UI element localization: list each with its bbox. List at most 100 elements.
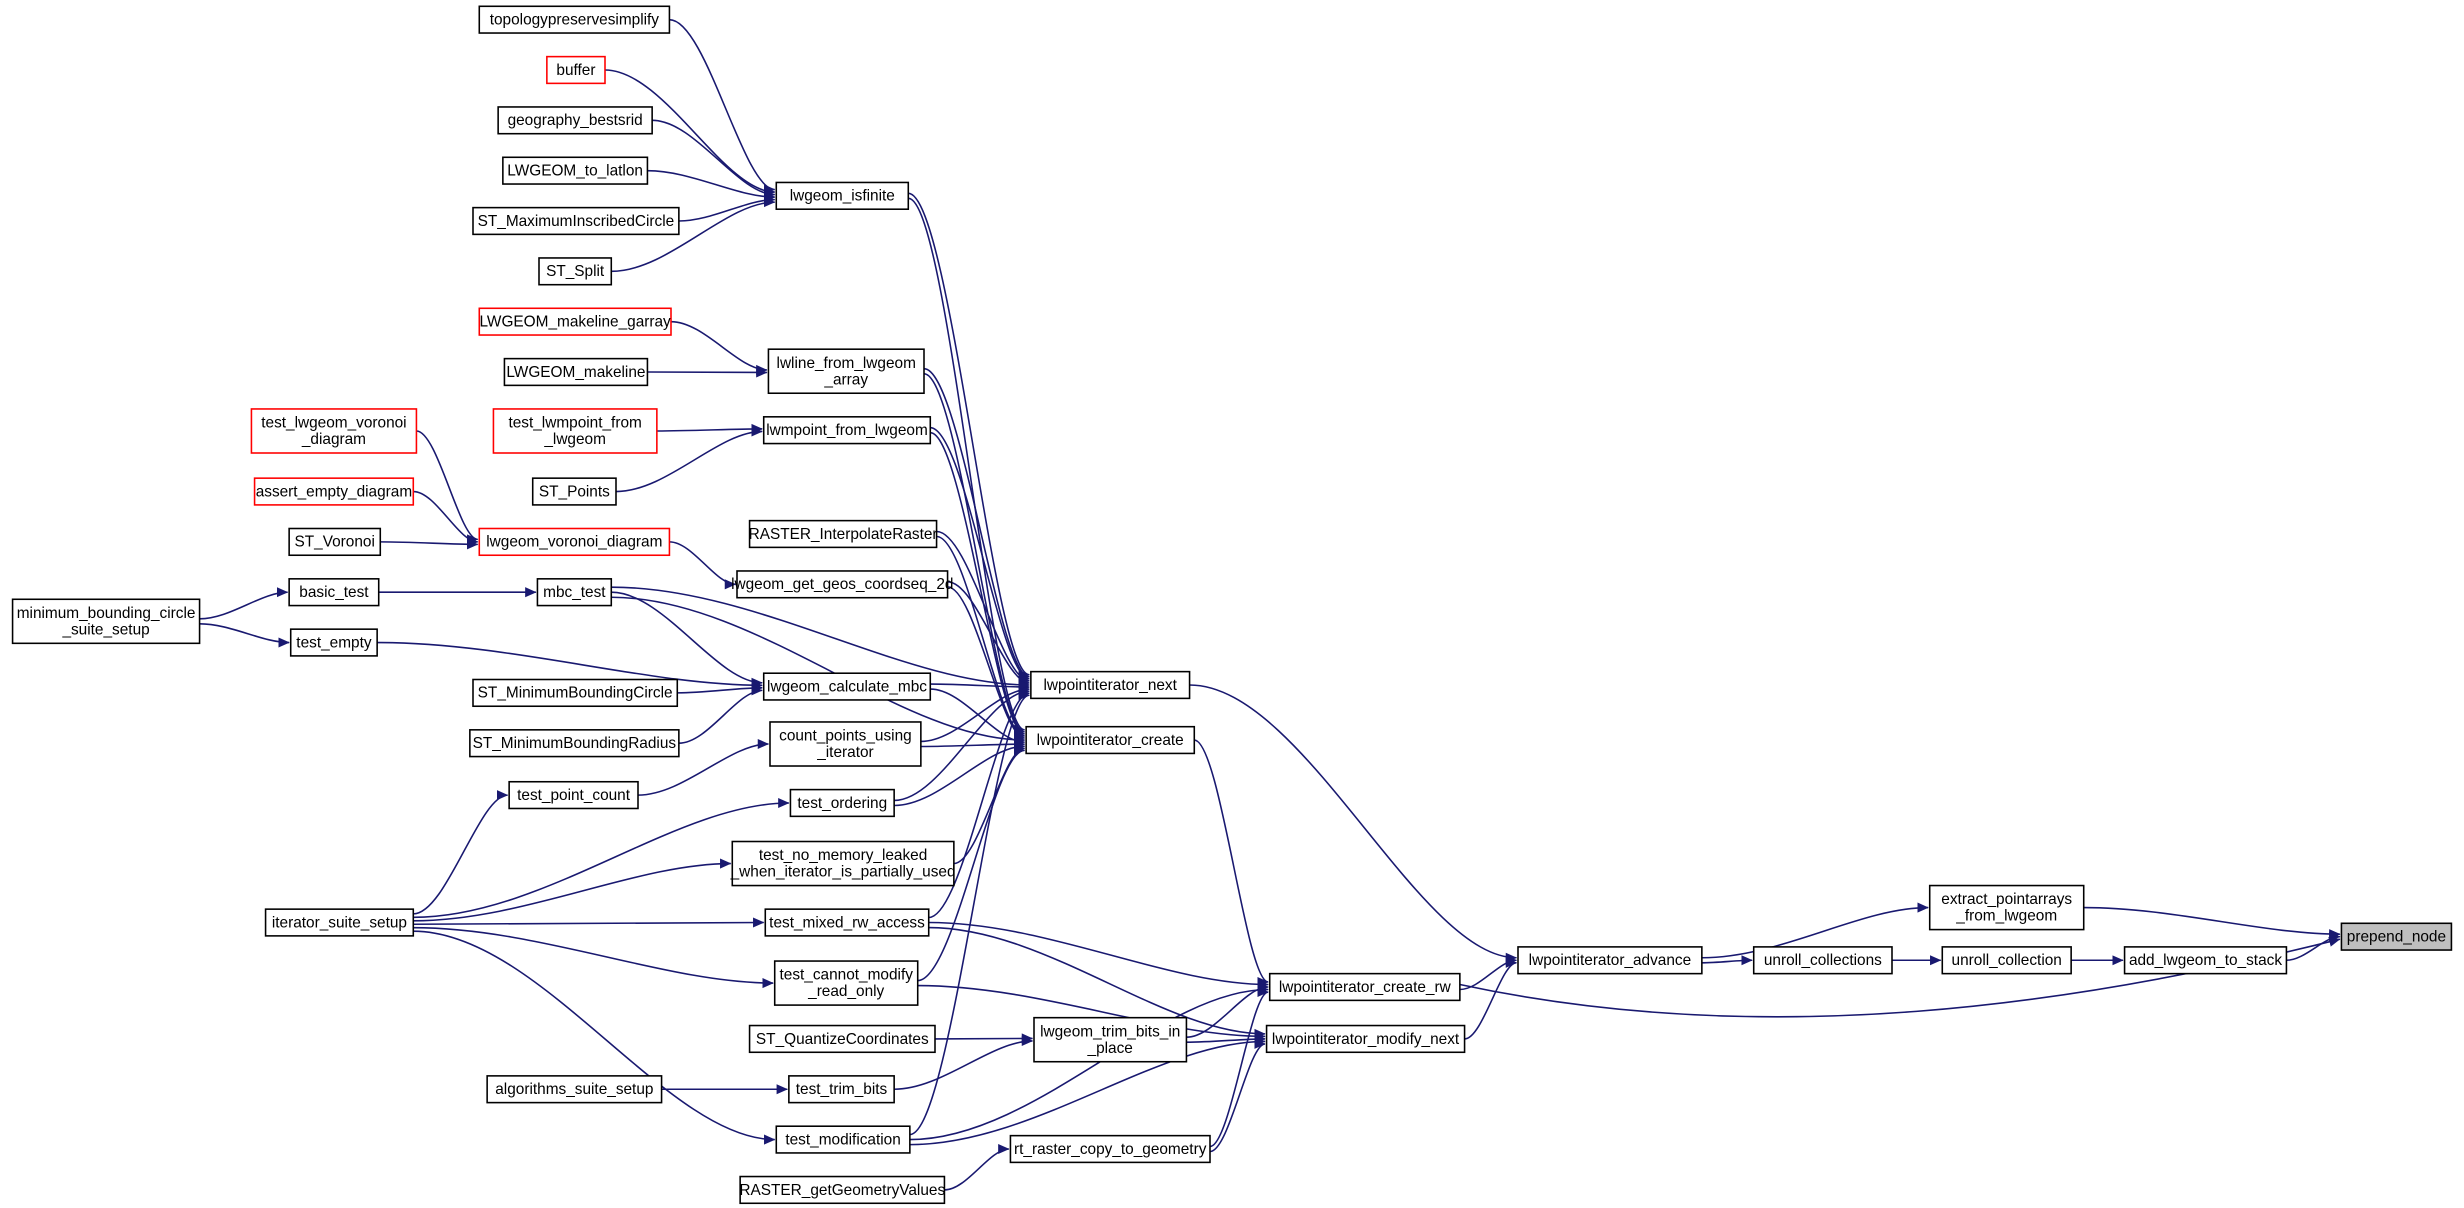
- graph-node-lwpointiterator_next[interactable]: lwpointiterator_next: [1030, 670, 1191, 700]
- graph-edge-lwpointiterator_modify_next--lwpointiterator_advance: [1464, 957, 1518, 1040]
- graph-node-lwgeom_isfinite[interactable]: lwgeom_isfinite: [775, 181, 910, 210]
- node-label-mbc_test: mbc_test: [543, 584, 606, 601]
- graph-node-rt_raster_copy_to_geometry[interactable]: rt_raster_copy_to_geometry: [1009, 1134, 1211, 1164]
- graph-node-test_ordering[interactable]: test_ordering: [789, 788, 895, 818]
- graph-node-test_empty[interactable]: test_empty: [289, 628, 378, 657]
- node-label-basic_test: basic_test: [299, 584, 369, 601]
- graph-edge-iterator_suite_setup--test_point_count: [413, 790, 509, 915]
- graph-node-count_points_using_iterator[interactable]: count_points_using_iterator: [769, 721, 922, 767]
- graph-node-ST_Voronoi[interactable]: ST_Voronoi: [288, 527, 382, 557]
- node-box-RASTER_InterpolateRaster: [748, 519, 938, 549]
- node-box-test_mixed_rw_access: [764, 908, 930, 937]
- graph-node-ST_MaximumInscribedCircle[interactable]: ST_MaximumInscribedCircle: [472, 206, 680, 236]
- graph-edge-topologypreservesimplify--lwgeom_isfinite: [669, 18, 776, 195]
- node-box-lwgeom_isfinite: [775, 181, 910, 210]
- graph-node-lwmpoint_from_lwgeom[interactable]: lwmpoint_from_lwgeom: [762, 416, 932, 445]
- graph-node-test_cannot_modify_read_only[interactable]: test_cannot_modify_read_only: [773, 960, 919, 1006]
- graph-node-lwgeom_trim_bits_in_place[interactable]: lwgeom_trim_bits_in_place: [1033, 1016, 1188, 1063]
- graph-edge-rt_raster_copy_to_geometry--lwpointiterator_modify_next: [1209, 1038, 1266, 1153]
- graph-node-ST_MinimumBoundingCircle[interactable]: ST_MinimumBoundingCircle: [472, 678, 679, 708]
- edges-layer: [199, 18, 2341, 1191]
- node-label-RASTER_InterpolateRaster: RASTER_InterpolateRaster: [749, 526, 938, 543]
- graph-edge-test_mixed_rw_access--lwpointiterator_modify_next: [928, 926, 1266, 1039]
- node-box-test_no_memory_leaked_when_iterator_is_partially_used: [731, 840, 955, 887]
- node-label-lwgeom_trim_bits_in_place-line1: lwgeom_trim_bits_in: [1040, 1023, 1180, 1040]
- graph-node-topologypreservesimplify[interactable]: topologypreservesimplify: [478, 5, 671, 34]
- graph-node-lwgeom_voronoi_diagram[interactable]: lwgeom_voronoi_diagram: [478, 527, 671, 557]
- graph-node-buffer[interactable]: buffer: [546, 55, 606, 85]
- node-box-ST_MinimumBoundingRadius: [469, 729, 680, 758]
- node-box-test_modification: [775, 1125, 911, 1154]
- node-label-iterator_suite_setup: iterator_suite_setup: [272, 914, 407, 931]
- graph-node-test_lwmpoint_from_lwgeom[interactable]: test_lwmpoint_from_lwgeom: [492, 408, 658, 454]
- node-box-lwpointiterator_create: [1025, 725, 1196, 755]
- node-label-ST_Points: ST_Points: [539, 483, 610, 500]
- node-box-lwmpoint_from_lwgeom: [762, 416, 932, 445]
- graph-edge-iterator_suite_setup--test_no_memory_leaked_when_iterator_is_partially_used: [413, 858, 732, 922]
- graph-edge-test_trim_bits--lwgeom_trim_bits_in_place: [894, 1035, 1034, 1091]
- graph-node-extract_pointarrays_from_lwgeom[interactable]: extract_pointarrays_from_lwgeom: [1928, 884, 2085, 931]
- graph-edge-test_empty--lwgeom_calculate_mbc: [377, 641, 763, 691]
- node-box-lwgeom_get_geos_coordseq_2d: [736, 570, 949, 599]
- graph-node-ST_Split[interactable]: ST_Split: [538, 257, 613, 286]
- graph-node-LWGEOM_makeline_garray[interactable]: LWGEOM_makeline_garray: [478, 307, 672, 336]
- graph-node-unroll_collections[interactable]: unroll_collections: [1752, 946, 1893, 975]
- graph-node-test_lwgeom_voronoi_diagram[interactable]: test_lwgeom_voronoi_diagram: [250, 408, 418, 454]
- graph-node-add_lwgeom_to_stack[interactable]: add_lwgeom_to_stack: [2123, 946, 2288, 975]
- graph-node-test_point_count[interactable]: test_point_count: [508, 780, 639, 810]
- node-box-lwpointiterator_next: [1030, 670, 1191, 700]
- graph-node-lwpointiterator_advance[interactable]: lwpointiterator_advance: [1517, 946, 1703, 975]
- graph-edge-lwmpoint_from_lwgeom--lwpointiterator_create: [930, 431, 1026, 739]
- graph-node-lwpointiterator_modify_next[interactable]: lwpointiterator_modify_next: [1265, 1024, 1466, 1054]
- graph-node-RASTER_InterpolateRaster[interactable]: RASTER_InterpolateRaster: [748, 519, 938, 549]
- graph-node-LWGEOM_to_latlon[interactable]: LWGEOM_to_latlon: [502, 156, 649, 185]
- graph-node-geography_bestsrid[interactable]: geography_bestsrid: [497, 106, 653, 135]
- graph-node-test_no_memory_leaked_when_iterator_is_partially_used[interactable]: test_no_memory_leaked_when_iterator_is_p…: [730, 840, 956, 887]
- graph-node-test_trim_bits[interactable]: test_trim_bits: [788, 1075, 895, 1104]
- node-label-extract_pointarrays_from_lwgeom-line1: extract_pointarrays: [1941, 891, 2072, 908]
- graph-edge-lwline_from_lwgeom_array--lwpointiterator_next: [923, 367, 1030, 682]
- node-box-ST_Voronoi: [288, 527, 382, 557]
- graph-node-lwgeom_calculate_mbc[interactable]: lwgeom_calculate_mbc: [762, 672, 932, 701]
- node-box-test_lwgeom_voronoi_diagram: [250, 408, 418, 454]
- graph-node-unroll_collection[interactable]: unroll_collection: [1941, 946, 2072, 975]
- graph-edge-iterator_suite_setup--test_modification: [413, 930, 776, 1145]
- graph-edge-lwpointiterator_create--lwpointiterator_create_rw: [1194, 739, 1269, 987]
- node-box-mbc_test: [536, 578, 613, 607]
- graph-node-ST_Points[interactable]: ST_Points: [531, 477, 617, 506]
- graph-node-lwpointiterator_create_rw[interactable]: lwpointiterator_create_rw: [1268, 972, 1461, 1002]
- node-label-lwgeom_voronoi_diagram: lwgeom_voronoi_diagram: [486, 534, 662, 551]
- node-label-lwgeom_calculate_mbc: lwgeom_calculate_mbc: [767, 678, 927, 695]
- graph-edge-ST_Voronoi--lwgeom_voronoi_diagram: [380, 539, 479, 550]
- graph-node-assert_empty_diagram[interactable]: assert_empty_diagram: [253, 477, 415, 506]
- node-box-lwgeom_trim_bits_in_place: [1033, 1016, 1188, 1063]
- graph-node-RASTER_getGeometryValues[interactable]: RASTER_getGeometryValues: [739, 1175, 945, 1205]
- graph-node-test_modification[interactable]: test_modification: [775, 1125, 911, 1154]
- node-label-buffer: buffer: [556, 62, 595, 79]
- graph-node-ST_MinimumBoundingRadius[interactable]: ST_MinimumBoundingRadius: [469, 729, 680, 758]
- node-box-test_trim_bits: [788, 1075, 895, 1104]
- node-box-topologypreservesimplify: [478, 5, 671, 34]
- graph-edge-iterator_suite_setup--test_mixed_rw_access: [413, 917, 765, 928]
- node-label-test_cannot_modify_read_only-line1: test_cannot_modify: [780, 967, 914, 984]
- graph-node-algorithms_suite_setup[interactable]: algorithms_suite_setup: [486, 1075, 663, 1104]
- graph-node-minimum_bounding_circle_suite_setup[interactable]: minimum_bounding_circle_suite_setup: [11, 598, 201, 645]
- graph-node-basic_test[interactable]: basic_test: [288, 578, 380, 607]
- graph-node-test_mixed_rw_access[interactable]: test_mixed_rw_access: [764, 908, 930, 937]
- graph-node-mbc_test[interactable]: mbc_test: [536, 578, 613, 607]
- graph-edge-lwline_from_lwgeom_array--lwpointiterator_create: [923, 372, 1026, 737]
- graph-node-LWGEOM_makeline[interactable]: LWGEOM_makeline: [503, 357, 649, 387]
- graph-edge-lwgeom_get_geos_coordseq_2d--lwpointiterator_create: [947, 586, 1026, 743]
- graph-edge-lwpointiterator_next--lwpointiterator_advance: [1189, 684, 1518, 963]
- node-label-extract_pointarrays_from_lwgeom-line2: _from_lwgeom: [1955, 908, 2057, 925]
- node-label-prepend_node: prepend_node: [2347, 929, 2446, 946]
- node-label-test_no_memory_leaked_when_iterator_is_partially_used-line2: _when_iterator_is_partially_used: [730, 864, 956, 881]
- graph-edge-lwpointiterator_advance--unroll_collections: [1701, 955, 1753, 966]
- graph-node-lwline_from_lwgeom_array[interactable]: lwline_from_lwgeom_array: [767, 348, 925, 395]
- graph-node-lwpointiterator_create[interactable]: lwpointiterator_create: [1025, 725, 1196, 755]
- node-label-geography_bestsrid: geography_bestsrid: [508, 112, 643, 129]
- graph-edge-test_cannot_modify_read_only--lwpointiterator_modify_next: [917, 984, 1266, 1042]
- graph-node-lwgeom_get_geos_coordseq_2d[interactable]: lwgeom_get_geos_coordseq_2d: [731, 570, 953, 599]
- graph-node-iterator_suite_setup[interactable]: iterator_suite_setup: [264, 908, 415, 937]
- graph-node-ST_QuantizeCoordinates[interactable]: ST_QuantizeCoordinates: [748, 1024, 936, 1054]
